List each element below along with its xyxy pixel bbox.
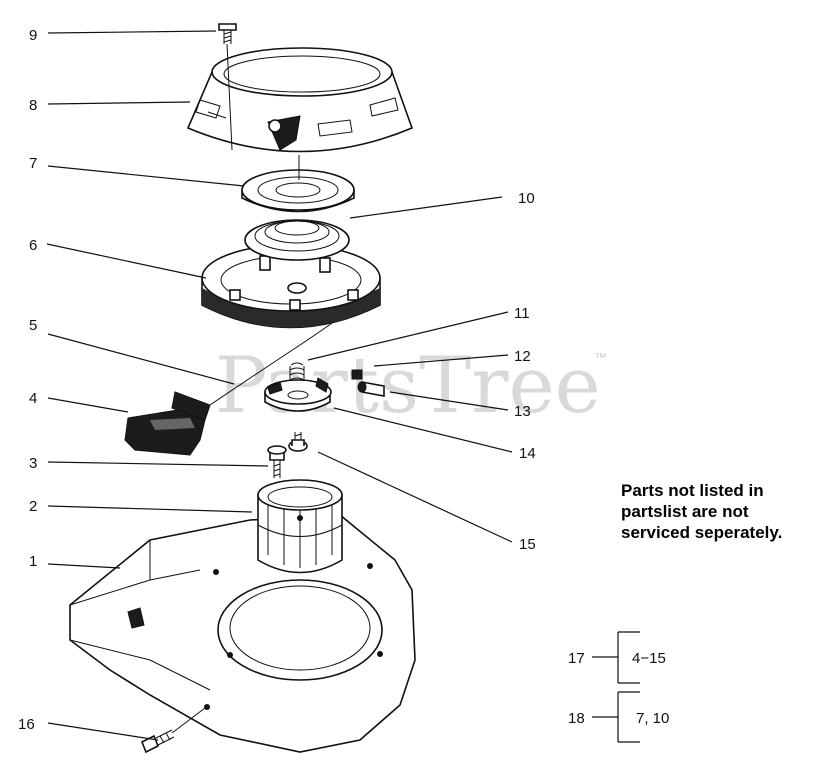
part-bolt-3 [267, 445, 287, 478]
part-pin-13 [357, 381, 385, 397]
callout-7: 7 [29, 155, 37, 172]
part-starter-housing [186, 47, 414, 153]
kit-17: 17 4−15 [568, 631, 666, 684]
assembly-axis-line [226, 43, 300, 180]
leader-lines [46, 30, 513, 741]
kit-17-number: 17 [568, 650, 585, 667]
part-nut-12 [351, 369, 363, 380]
bolt-16-axis [171, 707, 206, 734]
watermark-tm: ™ [594, 350, 607, 365]
kit-18: 18 7, 10 [568, 691, 669, 743]
callout-12: 12 [514, 348, 531, 365]
part-screw-15 [288, 432, 308, 452]
part-starter-handle [124, 391, 211, 456]
callout-9: 9 [29, 27, 37, 44]
callout-1: 1 [29, 553, 37, 570]
part-spring-cover [241, 169, 355, 213]
callout-13: 13 [514, 403, 531, 420]
kit-18-number: 18 [568, 710, 585, 727]
part-screw-9 [218, 23, 237, 44]
callout-10: 10 [518, 190, 535, 207]
part-bolt-16 [140, 729, 175, 754]
part-blower-housing [69, 514, 416, 753]
callout-16: 16 [18, 716, 35, 733]
callout-8: 8 [29, 97, 37, 114]
callout-14: 14 [519, 445, 536, 462]
part-recoil-spring [244, 219, 350, 261]
part-starter-cup [257, 479, 343, 574]
callout-labels: 9 8 7 6 5 4 3 2 1 16 10 11 12 13 14 15 [18, 27, 536, 733]
kit-17-contents: 4−15 [632, 650, 666, 667]
callout-6: 6 [29, 237, 37, 254]
callout-3: 3 [29, 455, 37, 472]
callout-2: 2 [29, 498, 37, 515]
callout-4: 4 [29, 390, 37, 407]
callout-15: 15 [519, 536, 536, 553]
callout-5: 5 [29, 317, 37, 334]
kit-18-contents: 7, 10 [636, 710, 669, 727]
parts-note: Parts not listed in partslist are not se… [621, 481, 783, 542]
part-pawl-hub [264, 377, 332, 412]
part-pulley [201, 244, 381, 329]
callout-11: 11 [514, 305, 530, 322]
part-spring-11 [289, 362, 305, 381]
